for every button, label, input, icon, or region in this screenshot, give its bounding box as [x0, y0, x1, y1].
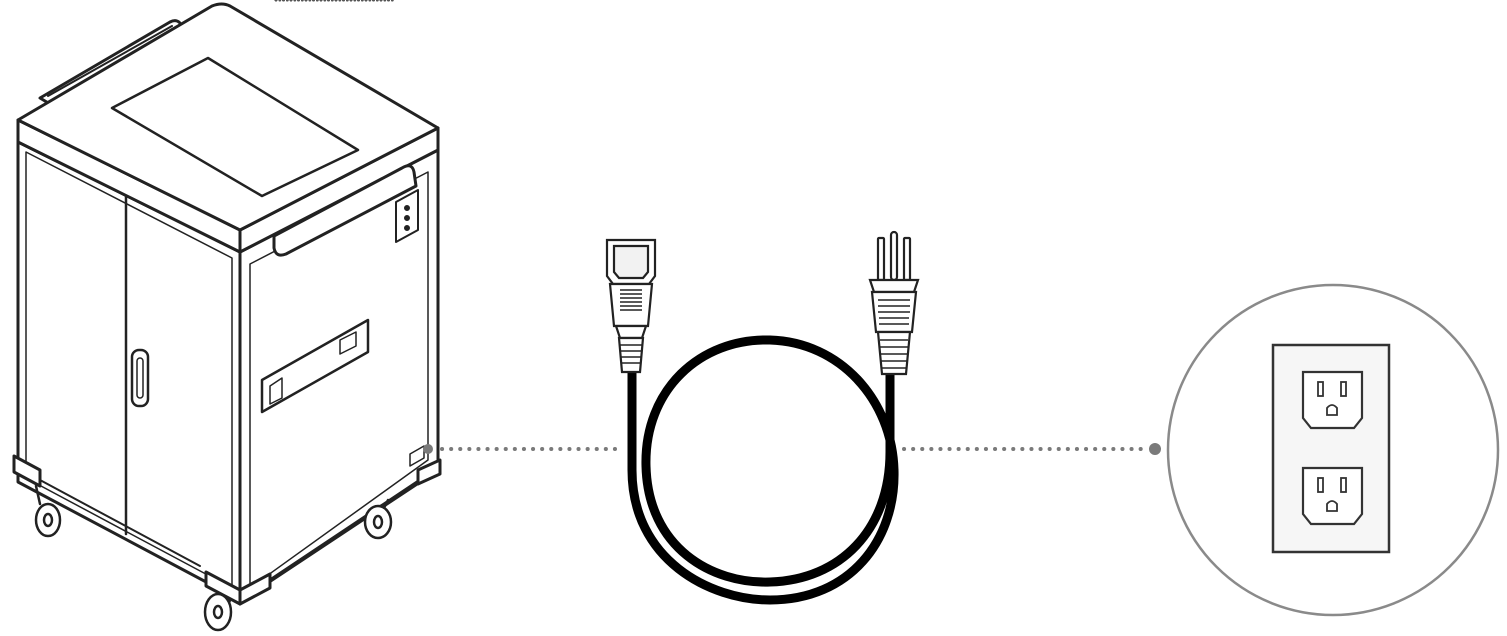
vent-hole — [293, 0, 297, 2]
vent-hole — [331, 0, 334, 2]
connector-line-cord-to-outlet — [902, 443, 1161, 455]
wall-outlet-icon — [1166, 283, 1500, 617]
vent-hole — [361, 0, 364, 2]
vent-hole — [327, 0, 330, 2]
power-cord-icon — [605, 230, 920, 605]
vent-hole — [312, 0, 315, 2]
vent-hole — [278, 0, 282, 2]
vent-hole — [346, 0, 349, 2]
vent-hole — [282, 0, 285, 2]
connector-line-cart-to-cord — [423, 444, 622, 454]
vent-hole — [349, 0, 353, 2]
c13-connector-icon — [605, 238, 657, 374]
vent-hole — [301, 0, 304, 2]
vent-hole — [342, 0, 345, 2]
vent-hole — [338, 0, 342, 2]
vent-hole — [286, 0, 289, 2]
vent-hole — [274, 0, 278, 2]
vent-hole — [368, 0, 372, 2]
vent-hole — [353, 0, 357, 2]
vent-hole — [334, 0, 338, 2]
outlet-receptacle-bottom — [1301, 466, 1364, 526]
vent-hole — [372, 0, 375, 2]
vent-hole — [364, 0, 368, 2]
vent-hole — [391, 0, 394, 2]
vent-hole — [297, 0, 300, 2]
vent-hole — [379, 0, 383, 2]
vent-hole — [376, 0, 379, 2]
outlet-receptacle-top — [1301, 370, 1364, 430]
vent-hole — [319, 0, 323, 2]
vent-perforations — [274, 0, 394, 2]
vent-hole — [387, 0, 390, 2]
vent-hole — [383, 0, 387, 2]
vent-hole — [304, 0, 308, 2]
nema-plug-icon — [868, 230, 920, 376]
vent-hole — [316, 0, 319, 2]
vent-hole — [289, 0, 293, 2]
charging-cart-icon — [12, 2, 442, 632]
vent-hole — [308, 0, 312, 2]
vent-hole — [323, 0, 327, 2]
vent-hole — [357, 0, 360, 2]
